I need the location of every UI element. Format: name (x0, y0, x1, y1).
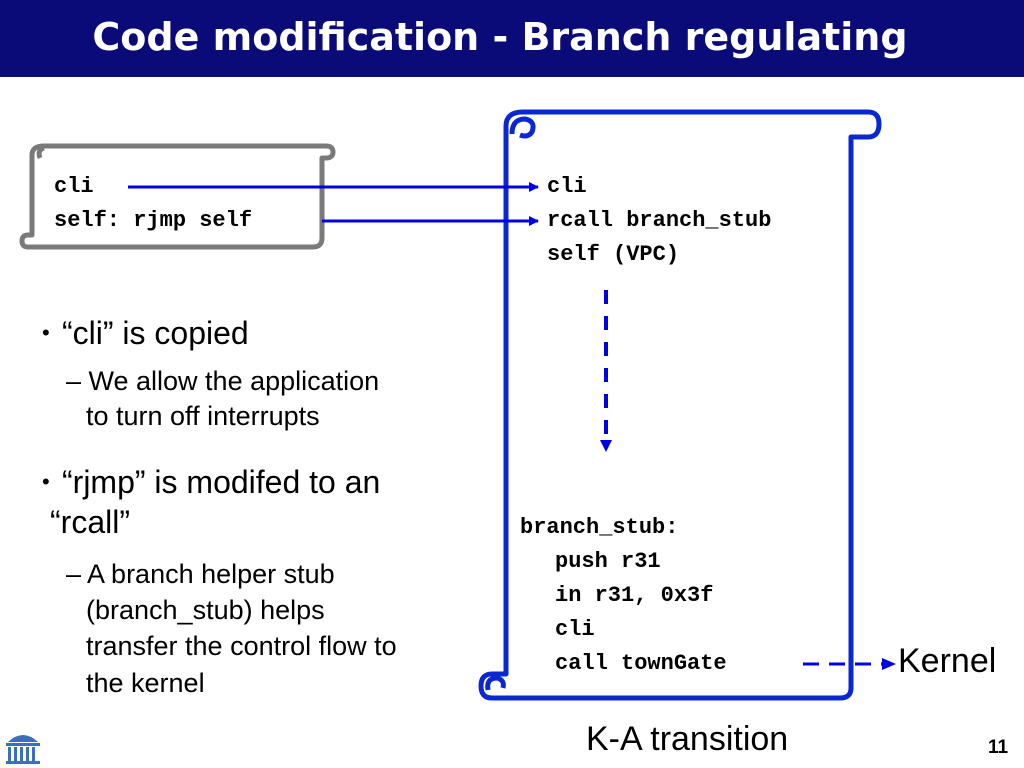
modified-code-scroll (478, 109, 882, 701)
kernel-label: Kernel (898, 642, 997, 680)
branch-stub-line-3: cli (555, 617, 595, 642)
original-code-line-1: cli (54, 174, 94, 199)
dashed-arrow-kernel-head (882, 658, 896, 670)
title-bar (0, 0, 1024, 77)
bullet-1-sub-2: to turn off interrupts (86, 401, 320, 431)
bullet-1-text: “cli” is copied (62, 315, 249, 351)
original-code-line-2: self: rjmp self (54, 208, 253, 233)
bullet-2-sub-2: (branch_stub) helps (86, 595, 325, 625)
rotunda-logo (6, 735, 40, 764)
dashed-arrow-head (600, 440, 612, 452)
modified-code-line-2: rcall branch_stub (547, 208, 772, 233)
original-code-scroll (19, 143, 336, 250)
bullet-2-text-line-1: “rjmp” is modifed to an (62, 464, 381, 500)
bullet-2-sub-1: – A branch helper stub (66, 559, 335, 589)
bullet-1: • “cli” is copied (42, 314, 249, 352)
bullet-2: • “rjmp” is modifed to an (42, 463, 381, 501)
transition-label: K-A transition (586, 720, 789, 758)
bullet-2-sub-3: transfer the control flow to (86, 631, 397, 661)
slide-title: Code modification - Branch regulating (92, 15, 908, 59)
modified-code-line-3: self (VPC) (547, 242, 680, 267)
branch-stub-line-4: call townGate (555, 651, 727, 676)
branch-stub-label: branch_stub: (520, 515, 679, 540)
bullet-icon: • (42, 320, 50, 345)
bullet-icon: • (42, 469, 50, 494)
modified-code-line-1: cli (547, 174, 587, 199)
branch-stub-line-1: push r31 (555, 549, 661, 574)
branch-stub-line-2: in r31, 0x3f (555, 583, 714, 608)
page-number: 11 (988, 737, 1009, 758)
bullet-2-sub-4: the kernel (86, 668, 205, 698)
bullet-1-sub-1: – We allow the application (66, 366, 380, 396)
bullet-2-text-line-2: “rcall” (50, 504, 130, 540)
